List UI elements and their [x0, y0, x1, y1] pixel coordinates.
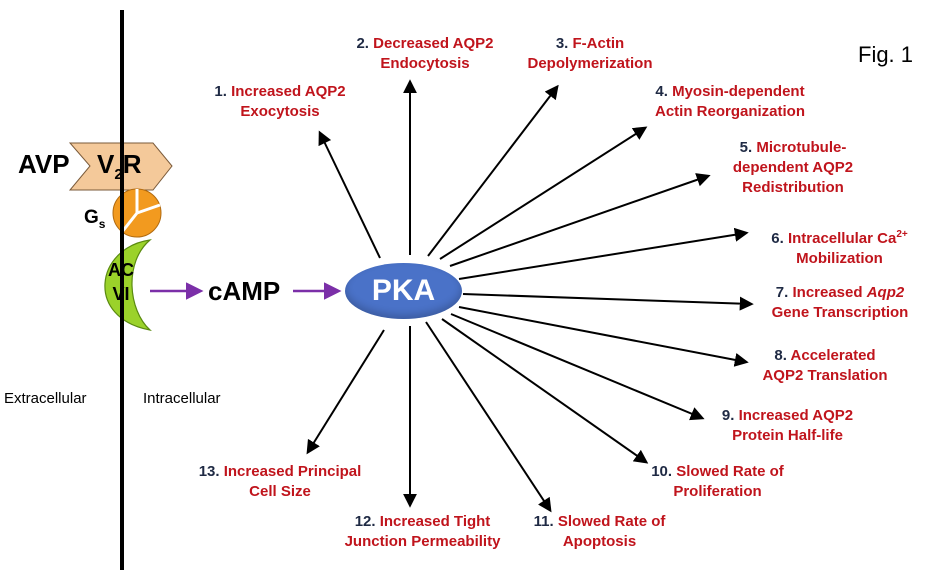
arrow-effect-1	[318, 130, 381, 259]
effect-10-label: 10. Slowed Rate of Proliferation	[651, 463, 784, 500]
arrow-effect-4	[439, 126, 648, 260]
effect-4-label: 4. Myosin-dependent Actin Reorganization	[654, 83, 805, 120]
effect-1-label: 1. Increased AQP2 Exocytosis	[214, 83, 346, 120]
effect-3-label: 3. F-Actin Depolymerization	[527, 35, 653, 72]
arrow-effect-7	[462, 293, 754, 311]
effect-2-label: 2. Decreased AQP2 Endocytosis	[356, 35, 494, 72]
arrow-effect-10	[441, 318, 649, 464]
arrow-effect-8	[458, 306, 749, 367]
arrow-effect-13	[306, 329, 385, 455]
gs-label: Gs	[84, 207, 106, 231]
extracellular-label: Extracellular	[4, 390, 87, 407]
effect-12-label: 12. Increased Tight Junction Permeabilit…	[344, 513, 501, 550]
acvi-enzyme-shape	[104, 239, 152, 331]
pka-node: PKA	[345, 263, 462, 319]
cell-membrane-line	[120, 10, 124, 570]
effect-6-label: 6. Intracellular Ca2+ Mobilization	[771, 229, 908, 267]
effect-8-label: 8. Accelerated AQP2 Translation	[762, 347, 888, 384]
arrow-effect-5	[449, 173, 711, 267]
arrow-effect-9	[450, 313, 705, 421]
effect-9-label: 9. Increased AQP2 Protein Half-life	[721, 407, 854, 444]
effect-5-label: 5. Microtubule- dependent AQP2 Redistrib…	[732, 139, 854, 196]
effect-7-label: 7. Increased Aqp2 Gene Transcription	[771, 284, 909, 321]
intracellular-label: Intracellular	[143, 390, 221, 407]
figure-label: Fig. 1	[858, 42, 914, 67]
avp-label: AVP	[18, 149, 70, 179]
effect-11-label: 11. Slowed Rate of Apoptosis	[533, 513, 666, 550]
v2r-label: V2R	[97, 149, 142, 184]
effect-13-label: 13. Increased Principal Cell Size	[198, 463, 362, 500]
acvi-label: AC VI	[108, 260, 134, 304]
gs-protein-shape	[112, 188, 162, 238]
arrow-effect-3	[427, 84, 559, 257]
arrow-effect-11	[425, 321, 552, 513]
camp-label: cAMP	[208, 276, 281, 306]
arrow-effect-6	[458, 227, 749, 280]
